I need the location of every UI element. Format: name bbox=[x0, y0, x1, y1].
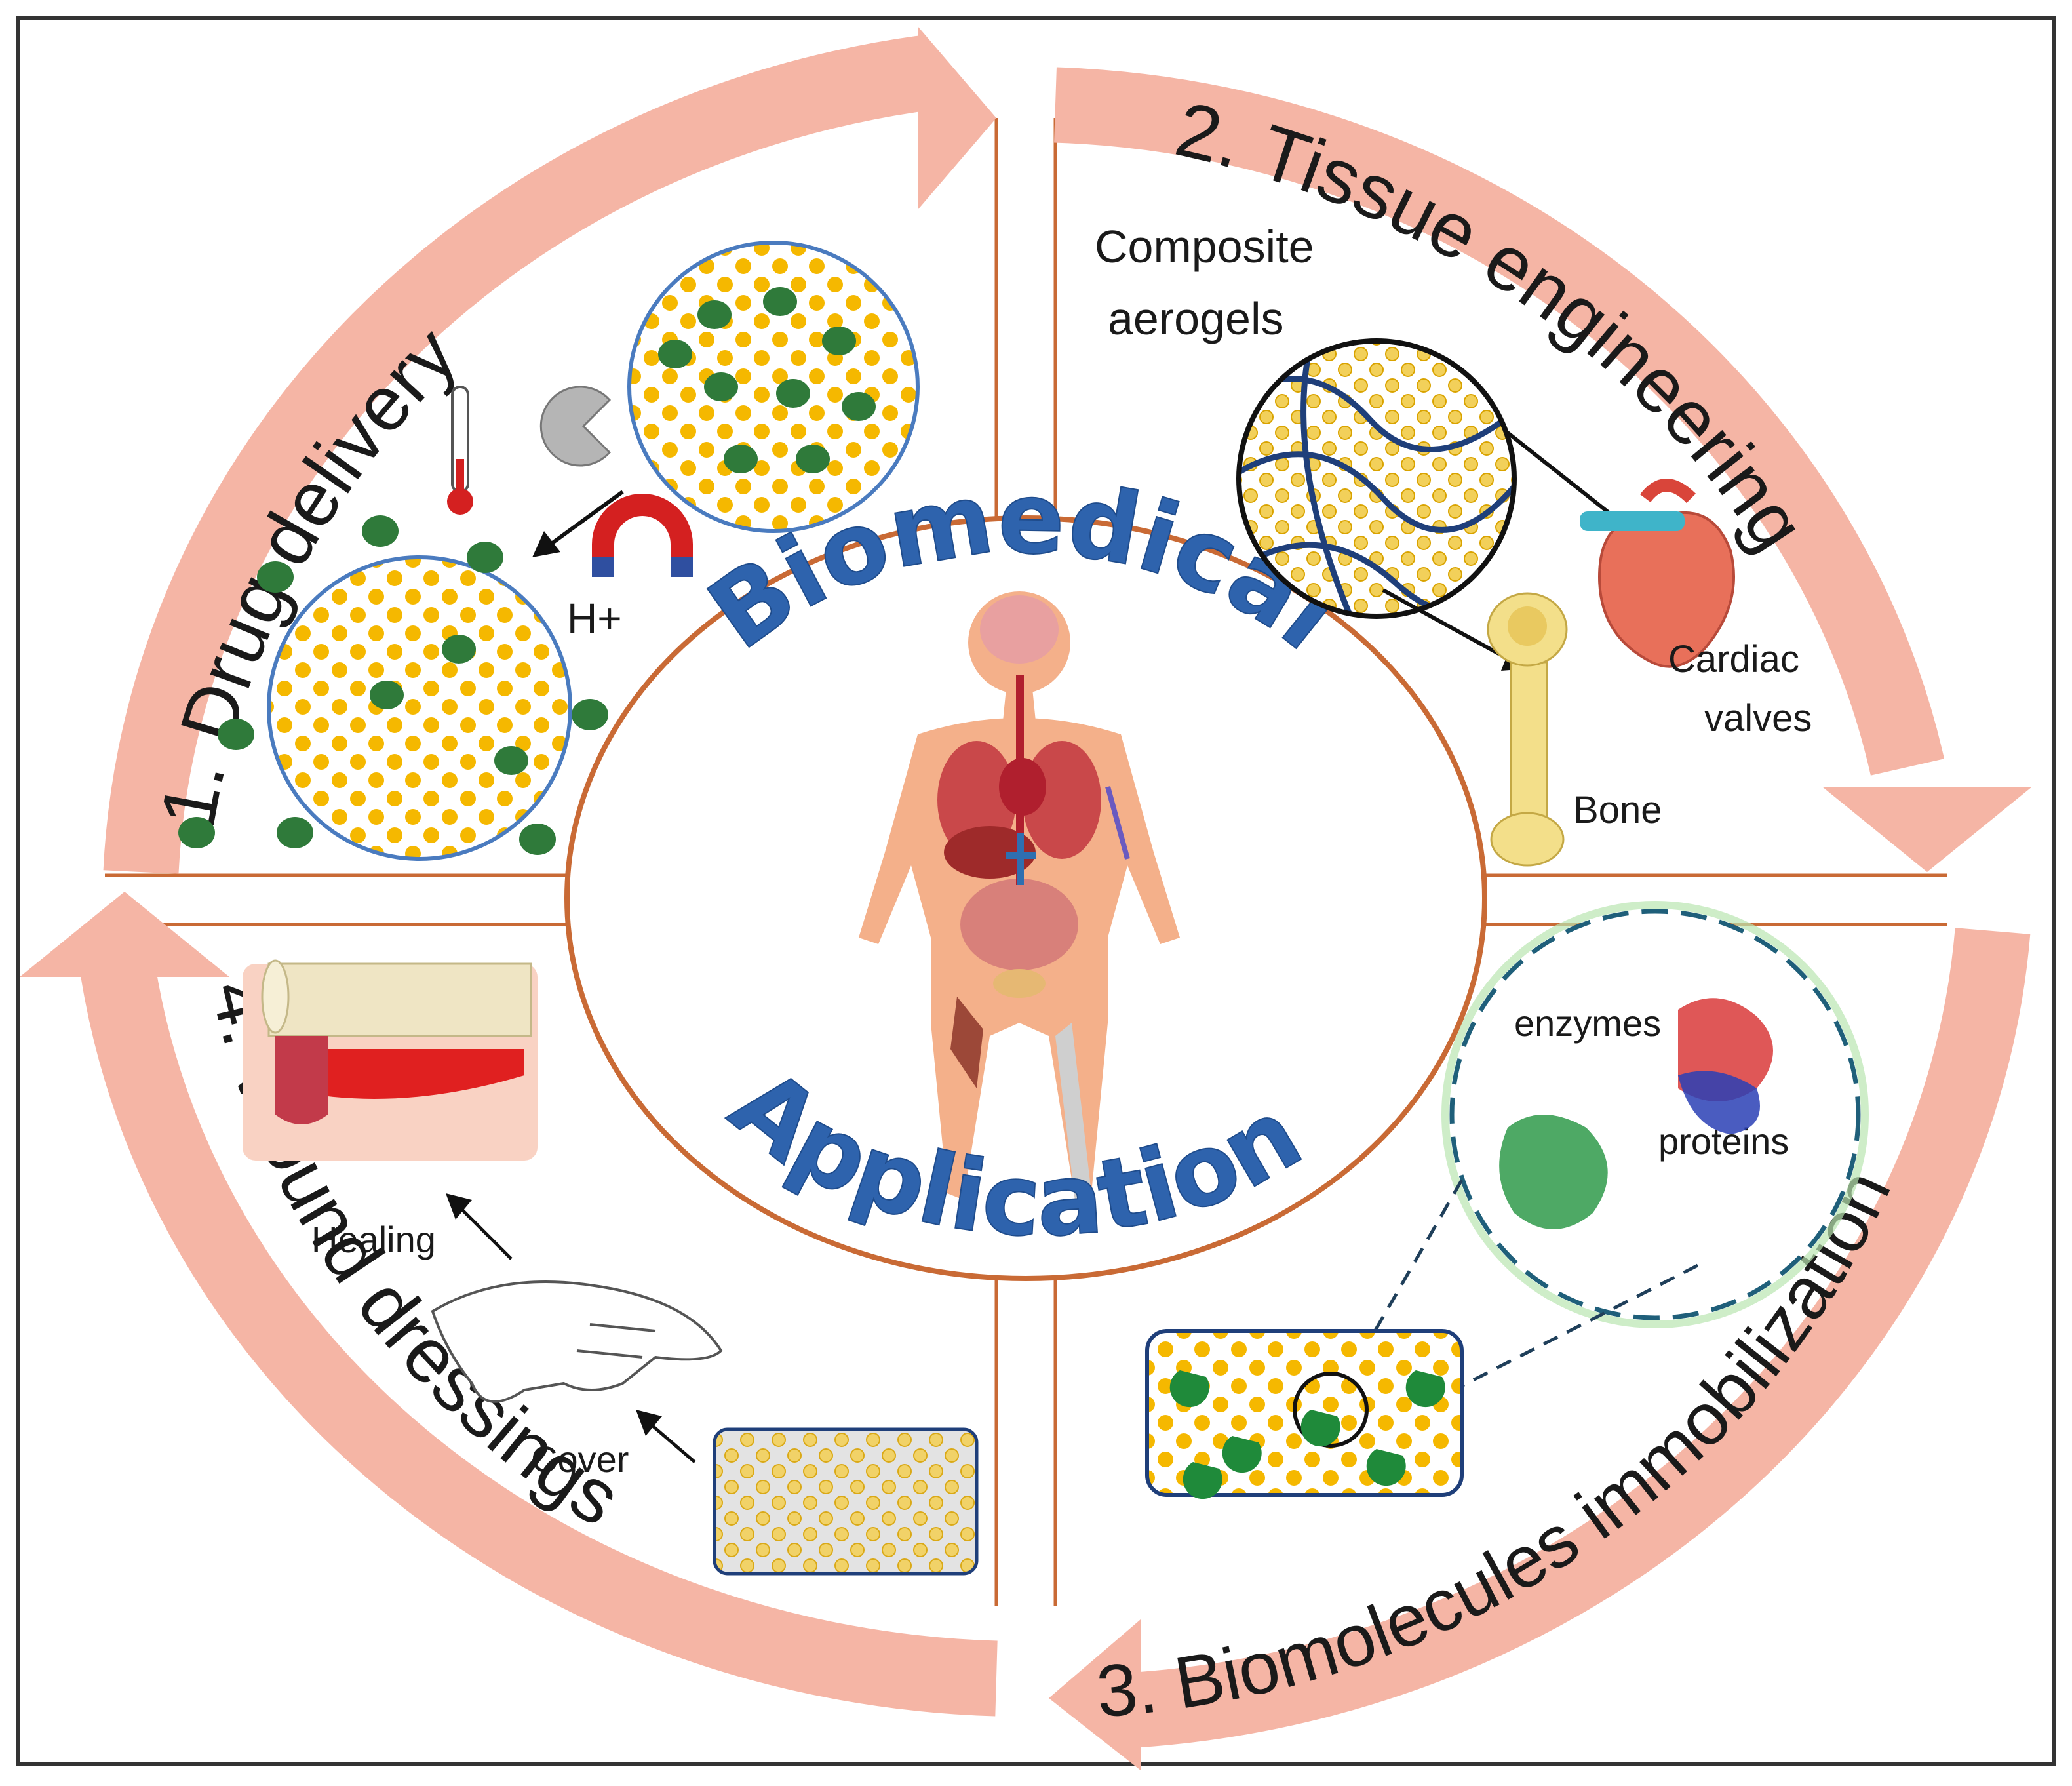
composite-aerogel-circle bbox=[1239, 341, 1514, 616]
quadrant-dividers bbox=[105, 118, 1947, 1606]
zoom-line-2 bbox=[1388, 1263, 1699, 1425]
drug-delivery-panel: H+ bbox=[178, 241, 920, 861]
skin-cross-section-icon bbox=[243, 959, 538, 1161]
magnet-icon bbox=[592, 494, 693, 577]
healing-arrow bbox=[458, 1205, 513, 1260]
release-arrowhead bbox=[532, 531, 560, 557]
arrow-to-bone bbox=[1382, 588, 1515, 664]
flow-arrows bbox=[81, 34, 2031, 1749]
protein-structure-icon bbox=[1499, 1115, 1608, 1229]
cover-label: Cover bbox=[531, 1439, 629, 1480]
heart-icon bbox=[1580, 479, 1735, 668]
release-arrow bbox=[549, 490, 624, 546]
arrow-drug-delivery bbox=[103, 34, 936, 874]
dressing-aerogel-rect bbox=[714, 1429, 977, 1574]
cover-arrowhead bbox=[636, 1410, 662, 1436]
arrowhead-biomolecules bbox=[1049, 1619, 1141, 1770]
arrowhead-wound-dressings bbox=[20, 892, 229, 977]
biomolecules-panel: enzymes proteins bbox=[1145, 901, 1869, 1499]
bone-icon bbox=[1487, 592, 1568, 867]
immobilized-enzyme-particles bbox=[1169, 1370, 1445, 1499]
ion-label: H+ bbox=[567, 595, 622, 642]
arrow-tissue-engineering bbox=[1054, 67, 1945, 776]
arrow-biomolecules bbox=[1112, 928, 2031, 1749]
healing-label: Healing bbox=[311, 1219, 436, 1260]
zoom-line-1 bbox=[1335, 1179, 1464, 1398]
wound-dressings-panel: Healing Cover bbox=[243, 959, 979, 1576]
hand-icon bbox=[431, 1280, 723, 1403]
cardiac-label-line2: valves bbox=[1704, 697, 1812, 740]
composite-label-line1: Composite bbox=[1095, 221, 1314, 272]
tissue-engineering-panel: Composite aerogels Cardiac valves Bone bbox=[1095, 221, 1812, 867]
arrowhead-drug-delivery bbox=[918, 26, 996, 210]
cover-arrow bbox=[648, 1421, 696, 1463]
healing-arrowhead bbox=[446, 1193, 472, 1220]
bone-label: Bone bbox=[1573, 789, 1662, 831]
cardiac-label-line1: Cardiac bbox=[1668, 638, 1799, 681]
pacman-stimulus-icon bbox=[539, 386, 612, 467]
arrow-wound-dressings bbox=[81, 964, 998, 1717]
biomolecule-zoom-circle bbox=[1449, 909, 1861, 1320]
enzymes-label: enzymes bbox=[1514, 1002, 1661, 1044]
zoom-target-circle bbox=[1293, 1372, 1369, 1448]
human-body-icon bbox=[859, 591, 1180, 1200]
loaded-drug-particles bbox=[658, 287, 876, 473]
enzyme-structure-icon bbox=[1678, 998, 1773, 1134]
thermometer-icon bbox=[447, 386, 473, 515]
arrowhead-tissue-engineering bbox=[1822, 787, 2032, 872]
arrow-heads bbox=[20, 26, 2032, 1770]
released-drug-particles bbox=[178, 515, 608, 855]
composite-label-line2: aerogels bbox=[1108, 293, 1284, 344]
releasing-aerogel-circle bbox=[269, 557, 570, 859]
